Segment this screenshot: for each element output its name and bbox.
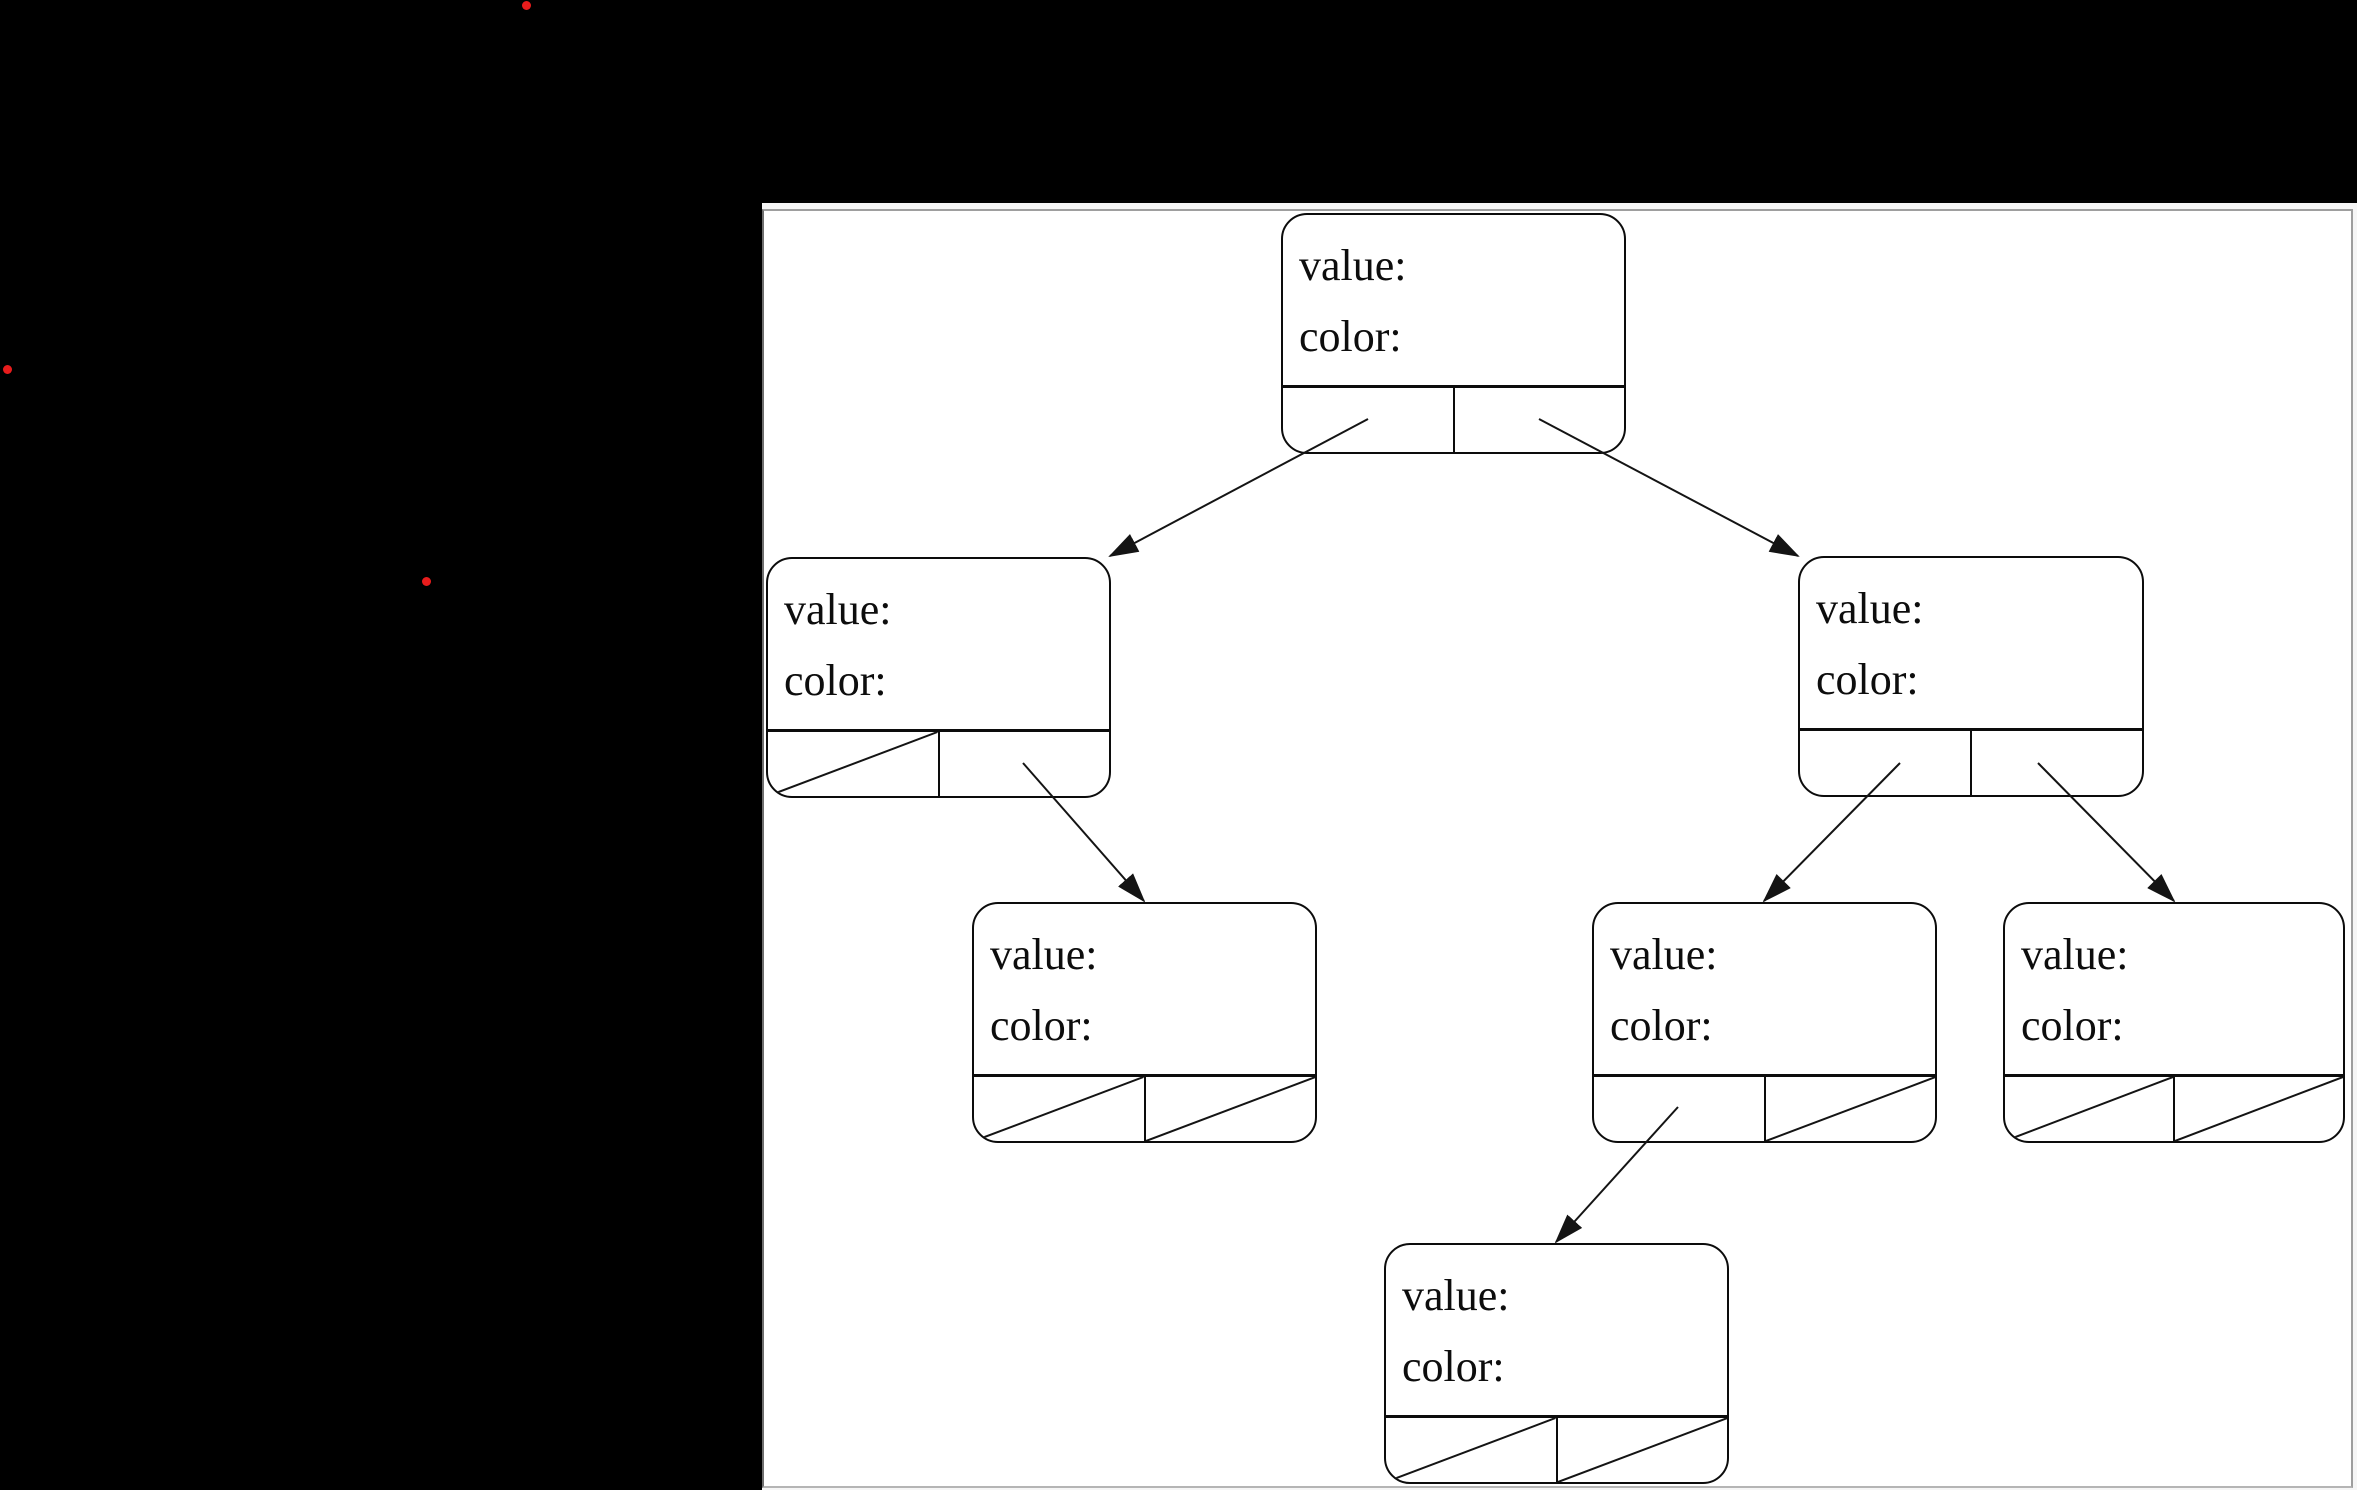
left-pointer-cell (2005, 1077, 2175, 1141)
right-pointer-cell (1972, 731, 2142, 795)
node-value-label: value: (990, 930, 1098, 979)
tree-node-right-child: value: color: (1798, 556, 2144, 797)
null-pointer-slash (1146, 1077, 1316, 1141)
node-color-label: color: (1610, 1001, 1713, 1050)
left-pointer-cell (1800, 731, 1972, 795)
viewer-window: value: color: value: color: (762, 203, 2357, 1490)
tree-node-right-right-grandchild: value: color: (2003, 902, 2345, 1143)
node-color-label: color: (1402, 1342, 1505, 1391)
node-value-label: value: (1816, 584, 1924, 633)
null-pointer-slash (2175, 1077, 2343, 1141)
null-pointer-slash (2005, 1077, 2173, 1141)
red-dot-marker (3, 365, 12, 374)
left-pointer-cell (768, 732, 940, 796)
left-pointer-cell (1386, 1418, 1558, 1482)
tree-node-left-child: value: color: (766, 557, 1111, 798)
right-pointer-cell (1455, 388, 1625, 452)
left-pointer-cell (1283, 388, 1455, 452)
node-color-label: color: (784, 656, 887, 705)
left-pointer-cell (974, 1077, 1146, 1141)
node-color-label: color: (1816, 655, 1919, 704)
right-pointer-cell (1558, 1418, 1728, 1482)
null-pointer-slash (974, 1077, 1144, 1141)
null-pointer-slash (1386, 1418, 1556, 1482)
tree-node-left-right-grandchild: value: color: (972, 902, 1317, 1143)
tree-node-right-left-grandchild: value: color: (1592, 902, 1937, 1143)
null-pointer-slash (768, 732, 938, 796)
right-pointer-cell (940, 732, 1110, 796)
node-value-label: value: (2021, 930, 2129, 979)
red-dot-marker (522, 1, 531, 10)
node-value-label: value: (1299, 241, 1407, 290)
node-color-label: color: (2021, 1001, 2124, 1050)
right-pointer-cell (2175, 1077, 2343, 1141)
left-pointer-cell (1594, 1077, 1766, 1141)
node-color-label: color: (1299, 312, 1402, 361)
null-pointer-slash (1558, 1418, 1728, 1482)
tree-diagram: value: color: value: color: (762, 203, 2357, 1490)
node-value-label: value: (1610, 930, 1718, 979)
null-pointer-slash (1766, 1077, 1936, 1141)
node-value-label: value: (784, 585, 892, 634)
tree-node-great-grandchild: value: color: (1384, 1243, 1729, 1484)
node-color-label: color: (990, 1001, 1093, 1050)
tree-node-root: value: color: (1281, 213, 1626, 454)
red-dot-marker (422, 577, 431, 586)
node-value-label: value: (1402, 1271, 1510, 1320)
right-pointer-cell (1146, 1077, 1316, 1141)
right-pointer-cell (1766, 1077, 1936, 1141)
